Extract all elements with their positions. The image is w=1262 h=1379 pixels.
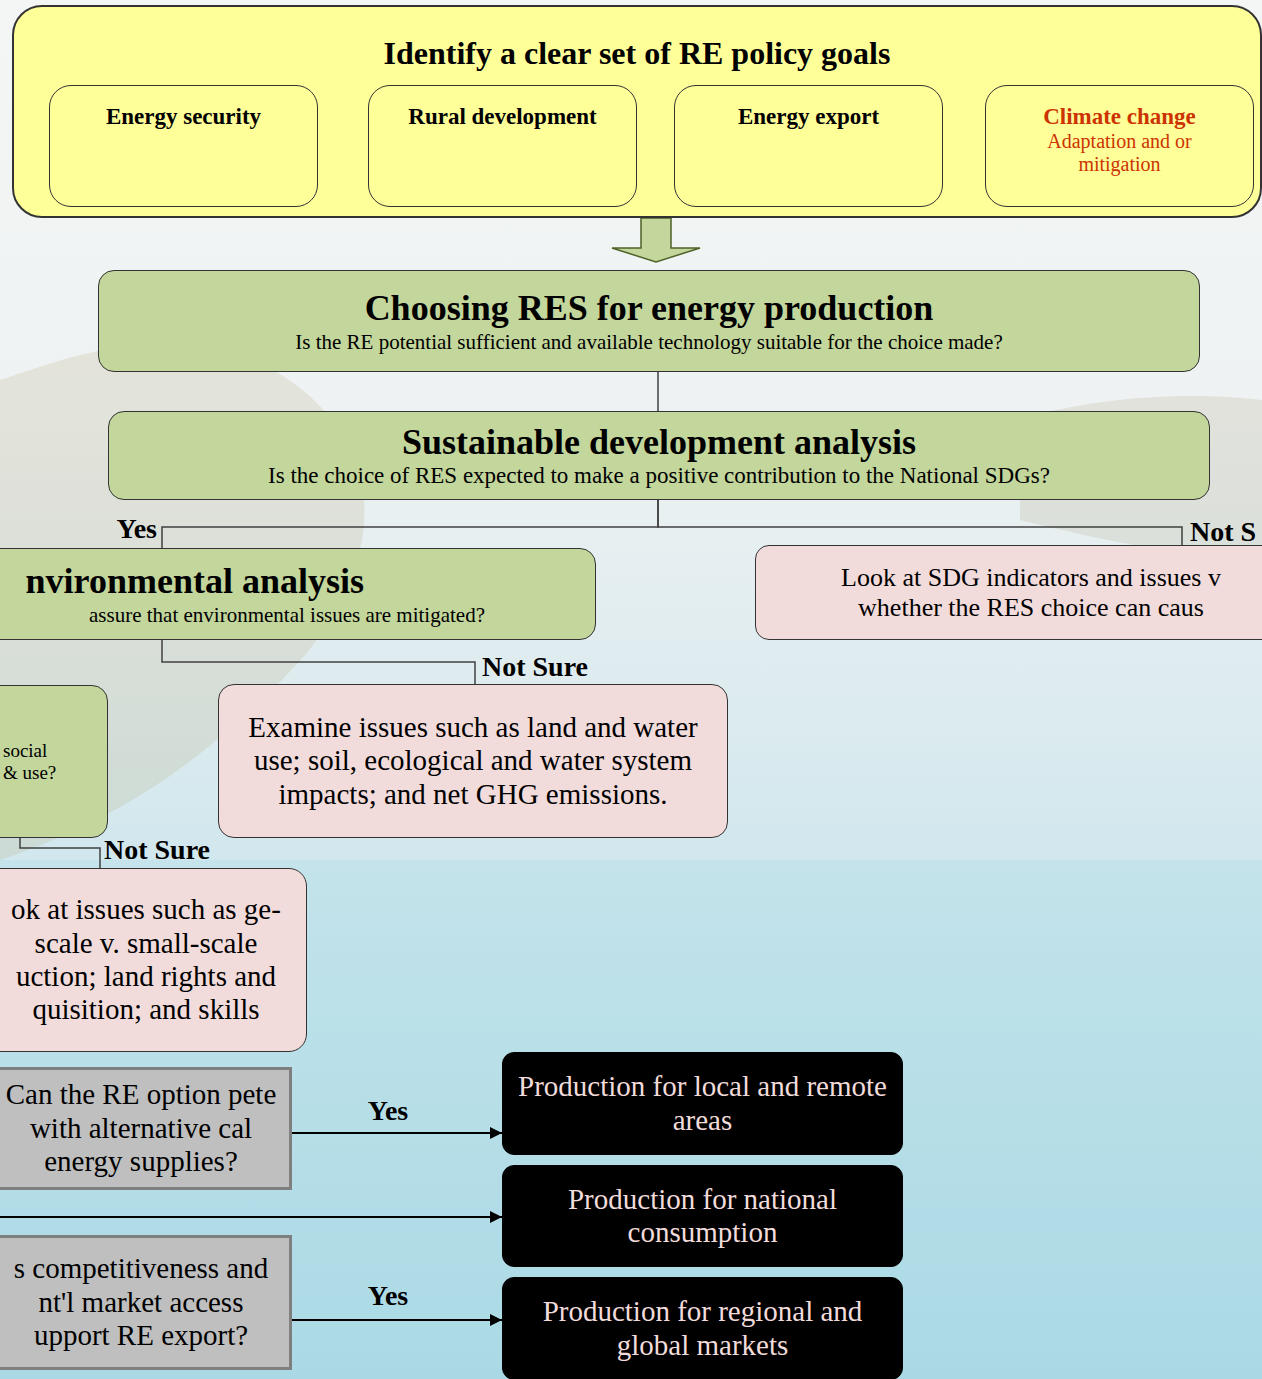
sea xyxy=(0,860,1262,1379)
note-box: Examine issues such as land and water us… xyxy=(218,684,728,838)
connector-line xyxy=(292,1132,502,1134)
incoming-arrow xyxy=(0,1216,502,1218)
connector-line xyxy=(292,1319,502,1321)
box-text: Rural development xyxy=(408,104,596,130)
connector-line xyxy=(162,500,658,548)
decision-box: Can the RE option pete with alternative … xyxy=(0,1067,292,1190)
box-title: Choosing RES for energy production xyxy=(365,288,934,329)
decision-box: s competitiveness and nt'l market access… xyxy=(0,1235,292,1370)
connector-line xyxy=(658,500,1182,545)
process-box: Sustainable development analysisIs the c… xyxy=(108,411,1210,500)
box-text: social & use? xyxy=(3,740,61,784)
box-title: Climate change xyxy=(1043,104,1196,130)
box-text: Is the RE potential sufficient and avail… xyxy=(295,330,1003,354)
box-text: ok at issues such as ge-scale v. small-s… xyxy=(1,893,291,1026)
box-text: Production for regional and global marke… xyxy=(518,1295,888,1362)
edge-label: Not Sure xyxy=(104,835,210,866)
box-text: Adaptation and or mitigation xyxy=(1007,130,1232,176)
box-text: Examine issues such as land and water us… xyxy=(233,711,713,811)
edge-label: Yes xyxy=(117,514,157,545)
box-text: Is the choice of RES expected to make a … xyxy=(268,463,1050,489)
goal-box: Energy security xyxy=(49,85,318,207)
goal-box: Rural development xyxy=(368,85,637,207)
connector-line xyxy=(20,838,100,868)
box-text: Look at SDG indicators and issues v whet… xyxy=(816,563,1246,623)
block-arrow xyxy=(612,218,700,262)
note-box: Look at SDG indicators and issues v whet… xyxy=(755,545,1262,640)
box-text: Production for national consumption xyxy=(518,1183,888,1250)
edge-label: Not S xyxy=(1190,517,1256,548)
outcome-box: Production for national consumption xyxy=(502,1165,903,1267)
process-box: social & use? xyxy=(0,685,108,838)
box-text: assure that environmental issues are mit… xyxy=(89,603,485,627)
edge-label: Yes xyxy=(368,1281,408,1312)
outcome-box: Production for regional and global marke… xyxy=(502,1277,903,1379)
goal-box: Energy export xyxy=(674,85,943,207)
edge-label: Yes xyxy=(368,1096,408,1127)
box-text: Production for local and remote areas xyxy=(518,1070,888,1137)
outcome-box: Production for local and remote areas xyxy=(502,1052,903,1155)
box-text: Energy security xyxy=(106,104,261,130)
box-title: Sustainable development analysis xyxy=(402,422,916,463)
connector-line xyxy=(162,640,475,684)
box-text: Identify a clear set of RE policy goals xyxy=(384,35,891,72)
edge-label: Not Sure xyxy=(482,652,588,683)
connector-line xyxy=(657,372,659,411)
goal-box: Climate changeAdaptation and or mitigati… xyxy=(985,85,1254,207)
box-text: Energy export xyxy=(738,104,879,130)
box-title: nvironmental analysis xyxy=(26,561,364,602)
process-box: nvironmental analysisassure that environ… xyxy=(0,548,596,640)
goals-panel: Identify a clear set of RE policy goalsE… xyxy=(12,5,1262,218)
box-text: Can the RE option pete with alternative … xyxy=(1,1078,281,1178)
box-text: s competitiveness and nt'l market access… xyxy=(1,1252,281,1352)
note-box: ok at issues such as ge-scale v. small-s… xyxy=(0,868,307,1052)
process-box: Choosing RES for energy productionIs the… xyxy=(98,270,1200,372)
